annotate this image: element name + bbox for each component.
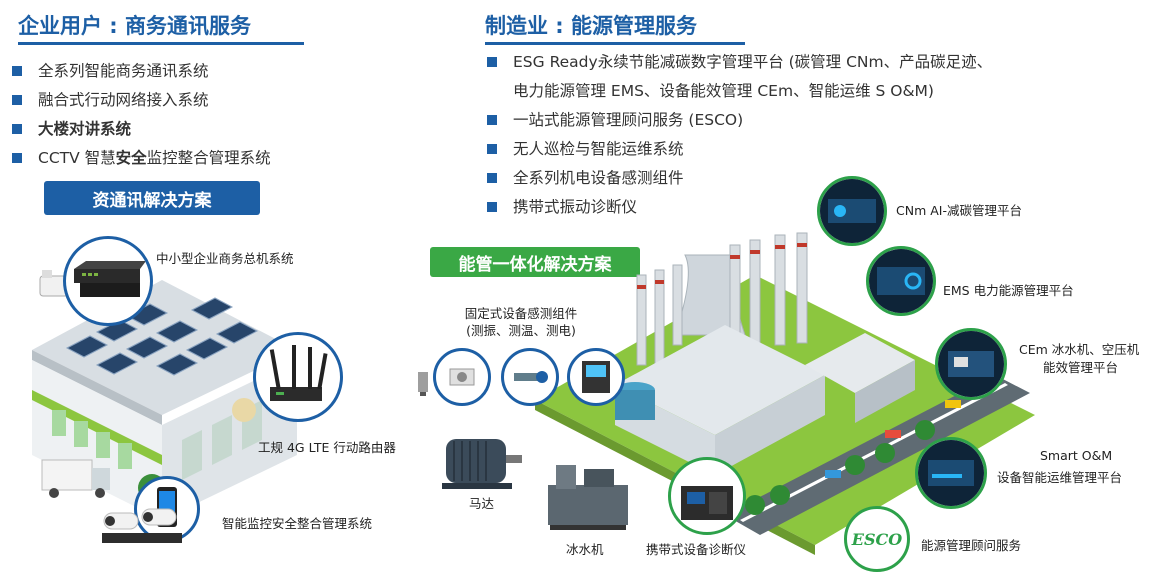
right-bullet: 携带式振动诊断仪: [487, 195, 992, 224]
esco-ring: ESCO: [844, 506, 910, 572]
factory-illustration: [535, 232, 1035, 555]
sensor-probe-icon: [418, 372, 428, 396]
ems-dashboard-icon: [869, 249, 933, 313]
power-meter-icon: [582, 361, 610, 393]
bullet-square-icon: [487, 57, 497, 67]
router-ring: [253, 332, 343, 422]
right-bullet-list: ESG Ready永续节能减碳数字管理平台 (碳管理 CNm、产品碳足迹、 电力…: [487, 50, 992, 224]
vibration-sensor-icon: [449, 368, 475, 386]
cnm-dashboard-icon: [820, 179, 884, 243]
cctv-label: 智能监控安全整合管理系统: [222, 516, 373, 531]
router-label: 工规 4G LTE 行动路由器: [258, 440, 396, 455]
left-heading-underline: [18, 42, 304, 45]
left-bullet: 大楼对讲系统: [12, 117, 271, 146]
ict-solution-badge: 资通讯解决方案: [44, 181, 260, 215]
left-bullet: CCTV 智慧安全监控整合管理系统: [12, 146, 271, 175]
pbx-label: 中小型企业商务总机系统: [156, 251, 294, 266]
bullet-square-icon: [487, 144, 497, 154]
motor-label: 马达: [469, 496, 495, 511]
ems-platform-label: EMS 电力能源管理平台: [943, 283, 1074, 298]
temperature-sensor-icon: [514, 371, 548, 383]
sensor-ring-1: [433, 348, 491, 406]
esco-logo: ESCO: [851, 529, 903, 549]
bullet-square-icon: [12, 153, 22, 163]
pbx-device-icon: [74, 261, 146, 297]
right-bullet: 一站式能源管理顾问服务 (ESCO): [487, 108, 992, 137]
left-bullet-list: 全系列智能商务通讯系统 融合式行动网络接入系统 大楼对讲系统 CCTV 智慧安全…: [12, 59, 271, 175]
chiller-label: 冰水机: [566, 542, 604, 557]
bullet-square-icon: [12, 124, 22, 134]
motor-icon: [442, 439, 522, 489]
chiller-icon: [548, 465, 628, 530]
som-platform-label-1: Smart O&M: [1040, 448, 1113, 463]
energy-solution-badge: 能管一体化解决方案: [430, 247, 640, 277]
right-bullet: 全系列机电设备感测组件: [487, 166, 992, 195]
bullet-square-icon: [487, 173, 497, 183]
cem-platform-ring: [935, 328, 1007, 400]
sensor-ring-3: [567, 348, 625, 406]
right-bullet-continuation: 电力能源管理 EMS、设备能效管理 CEm、智能运维 S O&M): [513, 82, 934, 100]
bullet-square-icon: [12, 66, 22, 76]
sensor-label-1: 固定式设备感测组件: [464, 306, 578, 321]
som-platform-ring: [915, 437, 987, 509]
portable-diagnostic-label: 携带式设备诊断仪: [646, 542, 747, 557]
left-bullet: 融合式行动网络接入系统: [12, 88, 271, 117]
bullet-square-icon: [487, 202, 497, 212]
cctv-camera-icon: [102, 508, 182, 543]
esco-label: 能源管理顾问服务: [921, 538, 1022, 553]
sensor-label-2: (测振、测温、测电): [466, 323, 576, 338]
cem-dashboard-icon: [938, 331, 1004, 397]
right-heading-underline: [485, 42, 745, 45]
bullet-square-icon: [12, 95, 22, 105]
left-bullet: 全系列智能商务通讯系统: [12, 59, 271, 88]
left-heading: 企业用户 : 商务通讯服务: [18, 14, 252, 38]
right-heading: 制造业 : 能源管理服务: [485, 14, 698, 38]
bullet-square-icon: [487, 115, 497, 125]
sensor-ring-2: [501, 348, 559, 406]
right-bullet: 无人巡检与智能运维系统: [487, 137, 992, 166]
ems-platform-ring: [866, 246, 936, 316]
cem-platform-label-1: CEm 冰水机、空压机: [1019, 342, 1140, 357]
lte-router-icon: [269, 345, 328, 401]
portable-diagnostic-kit-icon: [681, 486, 733, 520]
pbx-device-ring: [63, 236, 153, 326]
cem-platform-label-2: 能效管理平台: [1043, 360, 1119, 375]
right-bullet: ESG Ready永续节能减碳数字管理平台 (碳管理 CNm、产品碳足迹、: [487, 50, 992, 79]
som-dashboard-icon: [918, 440, 984, 506]
cnm-platform-ring: [817, 176, 887, 246]
som-platform-label-2: 设备智能运维管理平台: [997, 470, 1123, 485]
portable-diagnostic-ring: [668, 457, 746, 535]
cnm-platform-label: CNm AI-减碳管理平台: [896, 203, 1022, 218]
smart-building-illustration: [32, 270, 297, 520]
